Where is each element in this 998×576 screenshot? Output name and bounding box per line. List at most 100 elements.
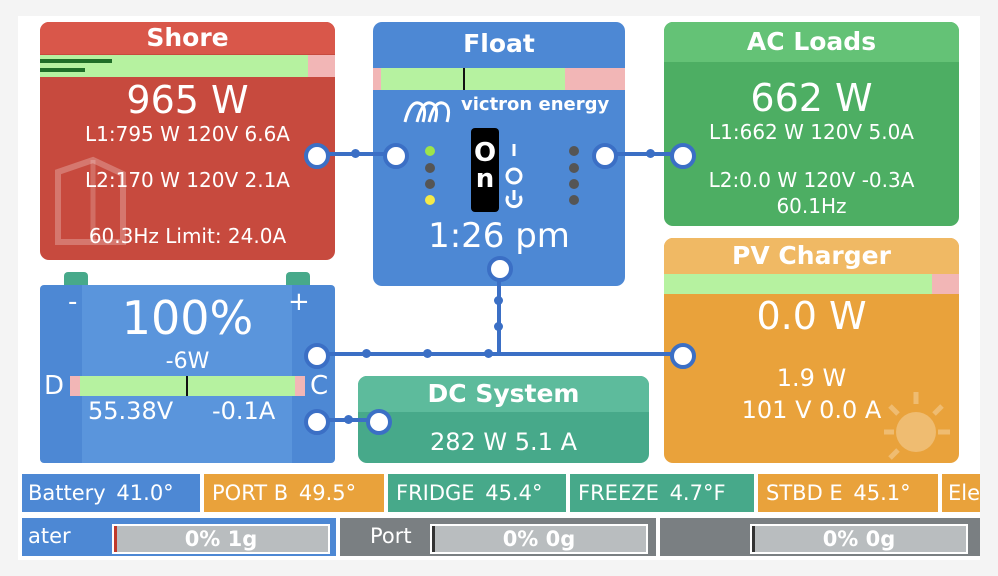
shore-bar-marker-1: [40, 59, 112, 63]
temp-battery[interactable]: Battery 41.0°: [22, 474, 200, 512]
battery-plus: +: [288, 287, 310, 317]
led-green: [425, 146, 435, 156]
tank-port[interactable]: Port 0% 0g: [340, 518, 656, 556]
led-4: [569, 163, 579, 173]
led-3: [569, 146, 579, 156]
link-bus-dot-1: [362, 349, 371, 358]
pv-power: 0.0 W: [756, 294, 867, 338]
inverter-state: Float: [463, 29, 535, 58]
tank-water-bar: 0% 1g: [112, 524, 330, 554]
link-acloads-end: [670, 143, 696, 169]
battery-right-label: C: [310, 371, 329, 401]
link-battery-dc-dot: [344, 415, 353, 424]
battery-soc: 100%: [121, 291, 254, 345]
temp-freezer-value: 4.7°F: [669, 481, 726, 505]
ac-loads-power: 662 W: [750, 76, 873, 120]
temp-freezer[interactable]: FREEZE 4.7°F: [570, 474, 754, 512]
tank-third[interactable]: 0% 0g: [660, 518, 980, 556]
link-battery-dc-start: [304, 409, 330, 435]
temp-battery-value: 41.0°: [116, 481, 174, 505]
ac-loads-title: AC Loads: [664, 22, 959, 62]
tank-port-level: [432, 526, 435, 552]
tank-third-level: [752, 526, 755, 552]
pv-bar: [664, 274, 932, 294]
temp-stbd[interactable]: STBD E 45.1°: [758, 474, 938, 512]
sun-icon: [884, 392, 950, 460]
battery-voltage: 55.38V: [88, 397, 174, 425]
pv-charger-tile[interactable]: PV Charger 0.0 W 1.9 W 101 V 0.0 A: [664, 238, 959, 463]
temp-port-value: 49.5°: [298, 481, 357, 505]
tank-water-label: ater: [28, 524, 71, 548]
temp-stbd-label: STBD E: [766, 481, 843, 505]
inverter-bar-mid: [381, 68, 565, 90]
temp-ele[interactable]: Ele: [942, 474, 980, 512]
shore-plug-icon: [55, 156, 126, 245]
ac-loads-freq: 60.1Hz: [776, 194, 847, 218]
ac-loads-tile[interactable]: AC Loads 662 W L1:662 W 120V 5.0A L2:0.0…: [664, 22, 959, 226]
battery-minus: -: [68, 287, 78, 317]
temp-fridge[interactable]: FRIDGE 45.4°: [388, 474, 566, 512]
temp-fridge-label: FRIDGE: [396, 481, 475, 505]
inverter-bar-marker: [463, 68, 465, 90]
link-acloads-dot: [646, 149, 655, 158]
temp-ele-label: Ele: [948, 481, 980, 505]
battery-terminal-left: [64, 272, 88, 286]
victron-brand: victron energy: [461, 94, 610, 115]
battery-bar-marker: [186, 376, 188, 396]
switch-n: n: [475, 164, 495, 194]
led-yellow: [425, 195, 435, 205]
ac-loads-l2: L2:0.0 W 120V -0.3A: [708, 168, 915, 192]
led-6: [569, 195, 579, 205]
shore-tile[interactable]: Shore 965 W L1:795 W 120V 6.6A L2:170 W …: [40, 22, 335, 260]
link-inverter-acloads: [604, 152, 684, 156]
battery-inner: [82, 285, 292, 463]
battery-bar-right: [295, 376, 305, 396]
link-inverter-dc-vertical: [497, 268, 501, 354]
tank-port-value: 0% 0g: [502, 527, 576, 551]
led-5: [569, 179, 579, 189]
shore-l1: L1:795 W 120V 6.6A: [85, 122, 290, 146]
link-vertical-dot-2: [494, 322, 503, 331]
inverter-bar-left: [373, 68, 381, 90]
link-pv-end: [670, 343, 696, 369]
battery-power: -6W: [165, 349, 210, 374]
link-dc-system-end: [366, 409, 392, 435]
battery-left-label: D: [44, 371, 65, 401]
shore-title: Shore: [40, 22, 335, 54]
link-vertical-dot-1: [494, 296, 503, 305]
temp-port-label: PORT B: [212, 481, 289, 505]
inverter-switch[interactable]: O n: [471, 128, 499, 212]
temp-stbd-value: 45.1°: [853, 481, 911, 505]
temp-port[interactable]: PORT B 49.5°: [204, 474, 384, 512]
link-dc-bus: [316, 352, 686, 356]
shore-power: 965 W: [126, 78, 249, 122]
ac-loads-l1: L1:662 W 120V 5.0A: [709, 120, 914, 144]
shore-footer: 60.3Hz Limit: 24.0A: [88, 224, 287, 248]
pv-line: 101 V 0.0 A: [741, 396, 882, 424]
link-inverter-bottom: [487, 256, 513, 282]
shore-l2: L2:170 W 120V 2.1A: [85, 168, 290, 192]
temp-battery-label: Battery: [28, 481, 106, 505]
dc-system-tile[interactable]: DC System 282 W 5.1 A: [358, 376, 649, 463]
tank-water[interactable]: ater 0% 1g: [22, 518, 336, 556]
dc-system-title: DC System: [358, 376, 649, 412]
switch-o: O: [473, 138, 497, 168]
shore-input-bar-overload: [308, 55, 335, 77]
link-bus-dot-3: [484, 349, 493, 358]
temp-freezer-label: FREEZE: [578, 481, 659, 505]
battery-terminal-right: [286, 272, 310, 286]
victron-logo-icon: [403, 101, 451, 123]
battery-tile[interactable]: - + 100% -6W D C 55.38V -0.1A: [40, 285, 335, 463]
led-1: [425, 163, 435, 173]
inverter-bar-right: [565, 68, 625, 90]
inverter-tile[interactable]: Float victron energy O n 1:26 pm: [373, 22, 625, 286]
tank-water-value: 0% 1g: [184, 527, 258, 551]
link-inverter-in: [383, 143, 409, 169]
dc-system-line: 282 W 5.1 A: [429, 428, 577, 456]
link-battery-end: [304, 343, 330, 369]
pv-charger-title: PV Charger: [664, 238, 959, 274]
tank-port-bar: 0% 0g: [430, 524, 648, 554]
tank-third-value: 0% 0g: [822, 527, 896, 551]
power-symbols-icon: [505, 144, 523, 209]
tank-third-bar: 0% 0g: [750, 524, 968, 554]
